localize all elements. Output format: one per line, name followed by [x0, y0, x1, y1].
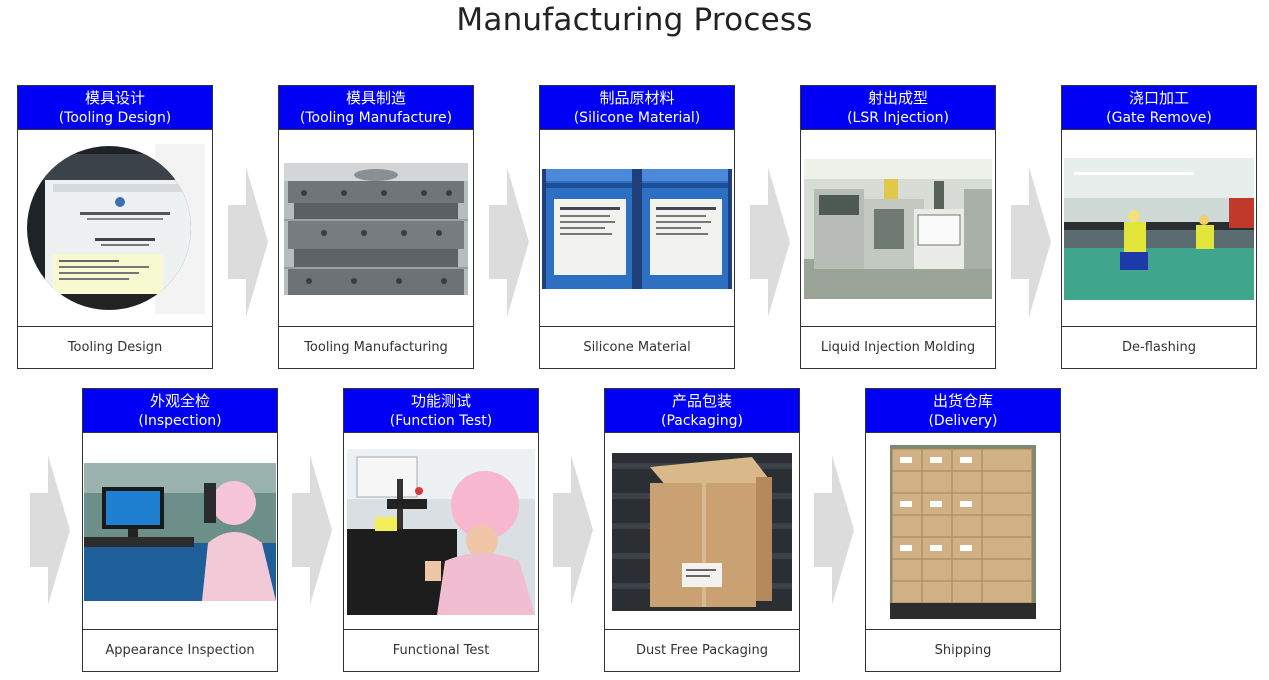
- step-title-zh: 出货仓库: [932, 391, 993, 410]
- step-gate-remove: 浇口加工 (Gate Remove) De-flashing: [1061, 85, 1257, 369]
- silicone-buckets-photo: [540, 130, 734, 328]
- step-header: 功能测试 (Function Test): [344, 389, 538, 433]
- step-caption: Appearance Inspection: [83, 629, 277, 671]
- step-delivery: 出货仓库 (Delivery) Shipping: [865, 388, 1061, 672]
- inspection-monitor-photo: [83, 433, 277, 631]
- step-packaging: 产品包装 (Packaging) Dust Free Packaging: [604, 388, 800, 672]
- step-caption: De-flashing: [1062, 326, 1256, 368]
- step-header: 模具制造 (Tooling Manufacture): [279, 86, 473, 130]
- step-inspection: 外观全检 (Inspection) Appearance Inspection: [82, 388, 278, 672]
- step-title-en: (Delivery): [928, 412, 998, 429]
- flow-arrow: [553, 455, 593, 605]
- step-title-en: (LSR Injection): [847, 109, 949, 126]
- step-silicone-material: 制品原材料 (Silicone Material) Silicone Mater…: [539, 85, 735, 369]
- step-tooling-design: 模具设计 (Tooling Design): [17, 85, 213, 369]
- step-title-zh: 制品原材料: [599, 88, 675, 107]
- step-title-zh: 模具制造: [345, 88, 406, 107]
- step-title-en: (Tooling Manufacture): [299, 109, 453, 126]
- step-caption: Liquid Injection Molding: [801, 326, 995, 368]
- steel-mold-photo: [279, 130, 473, 328]
- step-header: 产品包装 (Packaging): [605, 389, 799, 433]
- carton-box-photo: [605, 433, 799, 631]
- pallet-boxes-photo: [866, 433, 1060, 631]
- step-lsr-injection: 射出成型 (LSR Injection) Liquid Injection Mo…: [800, 85, 996, 369]
- step-title-zh: 产品包装: [671, 391, 732, 410]
- step-title-en: (Tooling Design): [58, 109, 172, 126]
- step-caption: Tooling Design: [18, 326, 212, 368]
- step-caption: Shipping: [866, 629, 1060, 671]
- step-title-zh: 外观全检: [149, 391, 210, 410]
- step-title-zh: 模具设计: [84, 88, 145, 107]
- step-caption: Silicone Material: [540, 326, 734, 368]
- step-caption: Tooling Manufacturing: [279, 326, 473, 368]
- step-header: 模具设计 (Tooling Design): [18, 86, 212, 130]
- test-station-photo: [344, 433, 538, 631]
- step-title-en: (Silicone Material): [573, 109, 701, 126]
- step-caption: Functional Test: [344, 629, 538, 671]
- step-header: 出货仓库 (Delivery): [866, 389, 1060, 433]
- step-title-en: (Packaging): [661, 412, 743, 429]
- step-title-zh: 射出成型: [867, 88, 928, 107]
- flow-arrow: [30, 455, 70, 605]
- step-title-zh: 浇口加工: [1128, 88, 1189, 107]
- step-title-en: (Function Test): [389, 412, 493, 429]
- flow-arrow: [292, 455, 332, 605]
- step-title-en: (Gate Remove): [1106, 109, 1212, 126]
- flow-arrow: [814, 455, 854, 605]
- step-header: 射出成型 (LSR Injection): [801, 86, 995, 130]
- step-header: 制品原材料 (Silicone Material): [540, 86, 734, 130]
- step-header: 外观全检 (Inspection): [83, 389, 277, 433]
- monitor-design-photo: [18, 130, 212, 328]
- step-function-test: 功能测试 (Function Test) Functional Test: [343, 388, 539, 672]
- flow-arrow: [750, 167, 790, 317]
- flow-arrow: [228, 167, 268, 317]
- step-caption: Dust Free Packaging: [605, 629, 799, 671]
- step-tooling-manufacture: 模具制造 (Tooling Manufacture) Tooling Manuf…: [278, 85, 474, 369]
- step-header: 浇口加工 (Gate Remove): [1062, 86, 1256, 130]
- step-title-zh: 功能测试: [410, 391, 471, 410]
- flow-arrow: [489, 167, 529, 317]
- injection-machine-photo: [801, 130, 995, 328]
- step-title-en: (Inspection): [138, 412, 222, 429]
- flow-arrow: [1011, 167, 1051, 317]
- workshop-photo: [1062, 130, 1256, 328]
- page-title: Manufacturing Process: [456, 2, 813, 38]
